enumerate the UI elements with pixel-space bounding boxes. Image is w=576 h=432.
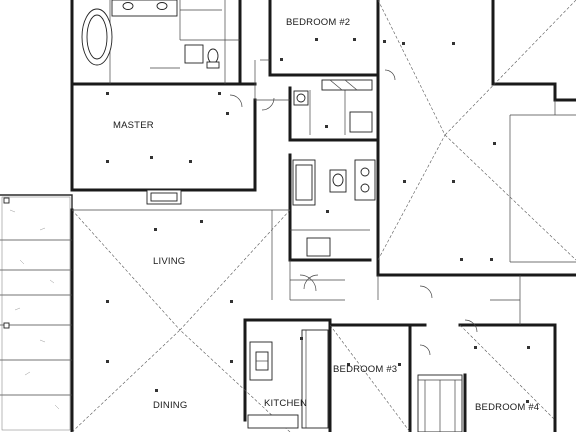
label-master: MASTER (113, 120, 154, 131)
porch-hatch (1, 196, 71, 431)
bedroom4-closet (417, 374, 463, 432)
label-living: LIVING (153, 256, 185, 267)
room-labels: BEDROOM #2 MASTER LIVING DINING KITCHEN … (113, 17, 539, 413)
label-kitchen: KITCHEN (264, 398, 307, 409)
master-bath-fixtures (81, 0, 222, 69)
label-bedroom-2: BEDROOM #2 (286, 17, 350, 28)
hall-fixtures (290, 79, 376, 281)
label-dining: DINING (153, 400, 187, 411)
interior-lines (0, 0, 576, 396)
kitchen-fixtures (247, 329, 329, 429)
label-bedroom-4: BEDROOM #4 (475, 402, 539, 413)
closet-fixtures (146, 189, 182, 205)
electrical-symbols (106, 38, 530, 403)
label-bedroom-3: BEDROOM #3 (333, 364, 397, 375)
door-swings (229, 69, 478, 356)
